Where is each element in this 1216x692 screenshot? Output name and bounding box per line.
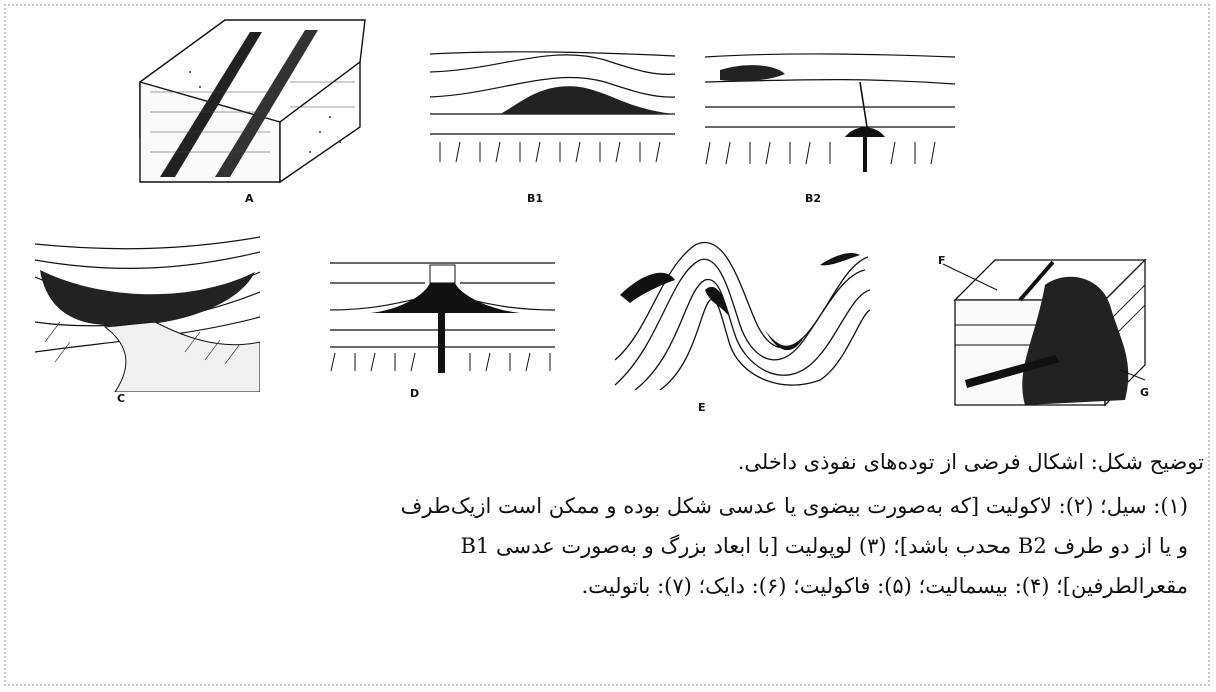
- figure-a-dikes-block: A: [130, 12, 370, 205]
- caption-line: مقعرالطرفین]؛ (۴): بیسمالیت؛ (۵): فاکولی…: [581, 574, 1188, 598]
- figure-c-label: C: [117, 392, 126, 405]
- page-border: [4, 4, 1210, 686]
- figure-b2-laccolith: B2: [705, 42, 955, 205]
- figure-b1-label: B1: [527, 192, 544, 205]
- figure-b1-laccolith: B1: [430, 42, 675, 205]
- figure-f-label: F: [938, 254, 946, 267]
- figure-a-label: A: [245, 192, 254, 205]
- caption-line: (۱): سیل؛ (۲): لاکولیت [که به‌صورت بیضوی…: [400, 494, 1188, 518]
- caption-title: توضیح شکل: اشکال فرضی از توده‌های نفوذی …: [737, 450, 1204, 474]
- caption-body: (۱): سیل؛ (۲): لاکولیت [که به‌صورت بیضوی…: [48, 486, 1188, 606]
- figure-fg-batholith-block: F G: [935, 250, 1150, 410]
- figure-b2-label: B2: [805, 192, 822, 205]
- figure-e-label: E: [698, 401, 706, 414]
- figure-g-label: G: [1140, 386, 1150, 399]
- figure-d-label: D: [410, 387, 420, 400]
- caption-line: و یا از دو طرف B2 محدب باشد]؛ (۳) لوپولی…: [460, 534, 1188, 558]
- figure-c-lopolith: C: [35, 232, 260, 405]
- figure-e-phacolith: E: [610, 235, 870, 414]
- figure-d-bysmalith: D: [330, 255, 555, 400]
